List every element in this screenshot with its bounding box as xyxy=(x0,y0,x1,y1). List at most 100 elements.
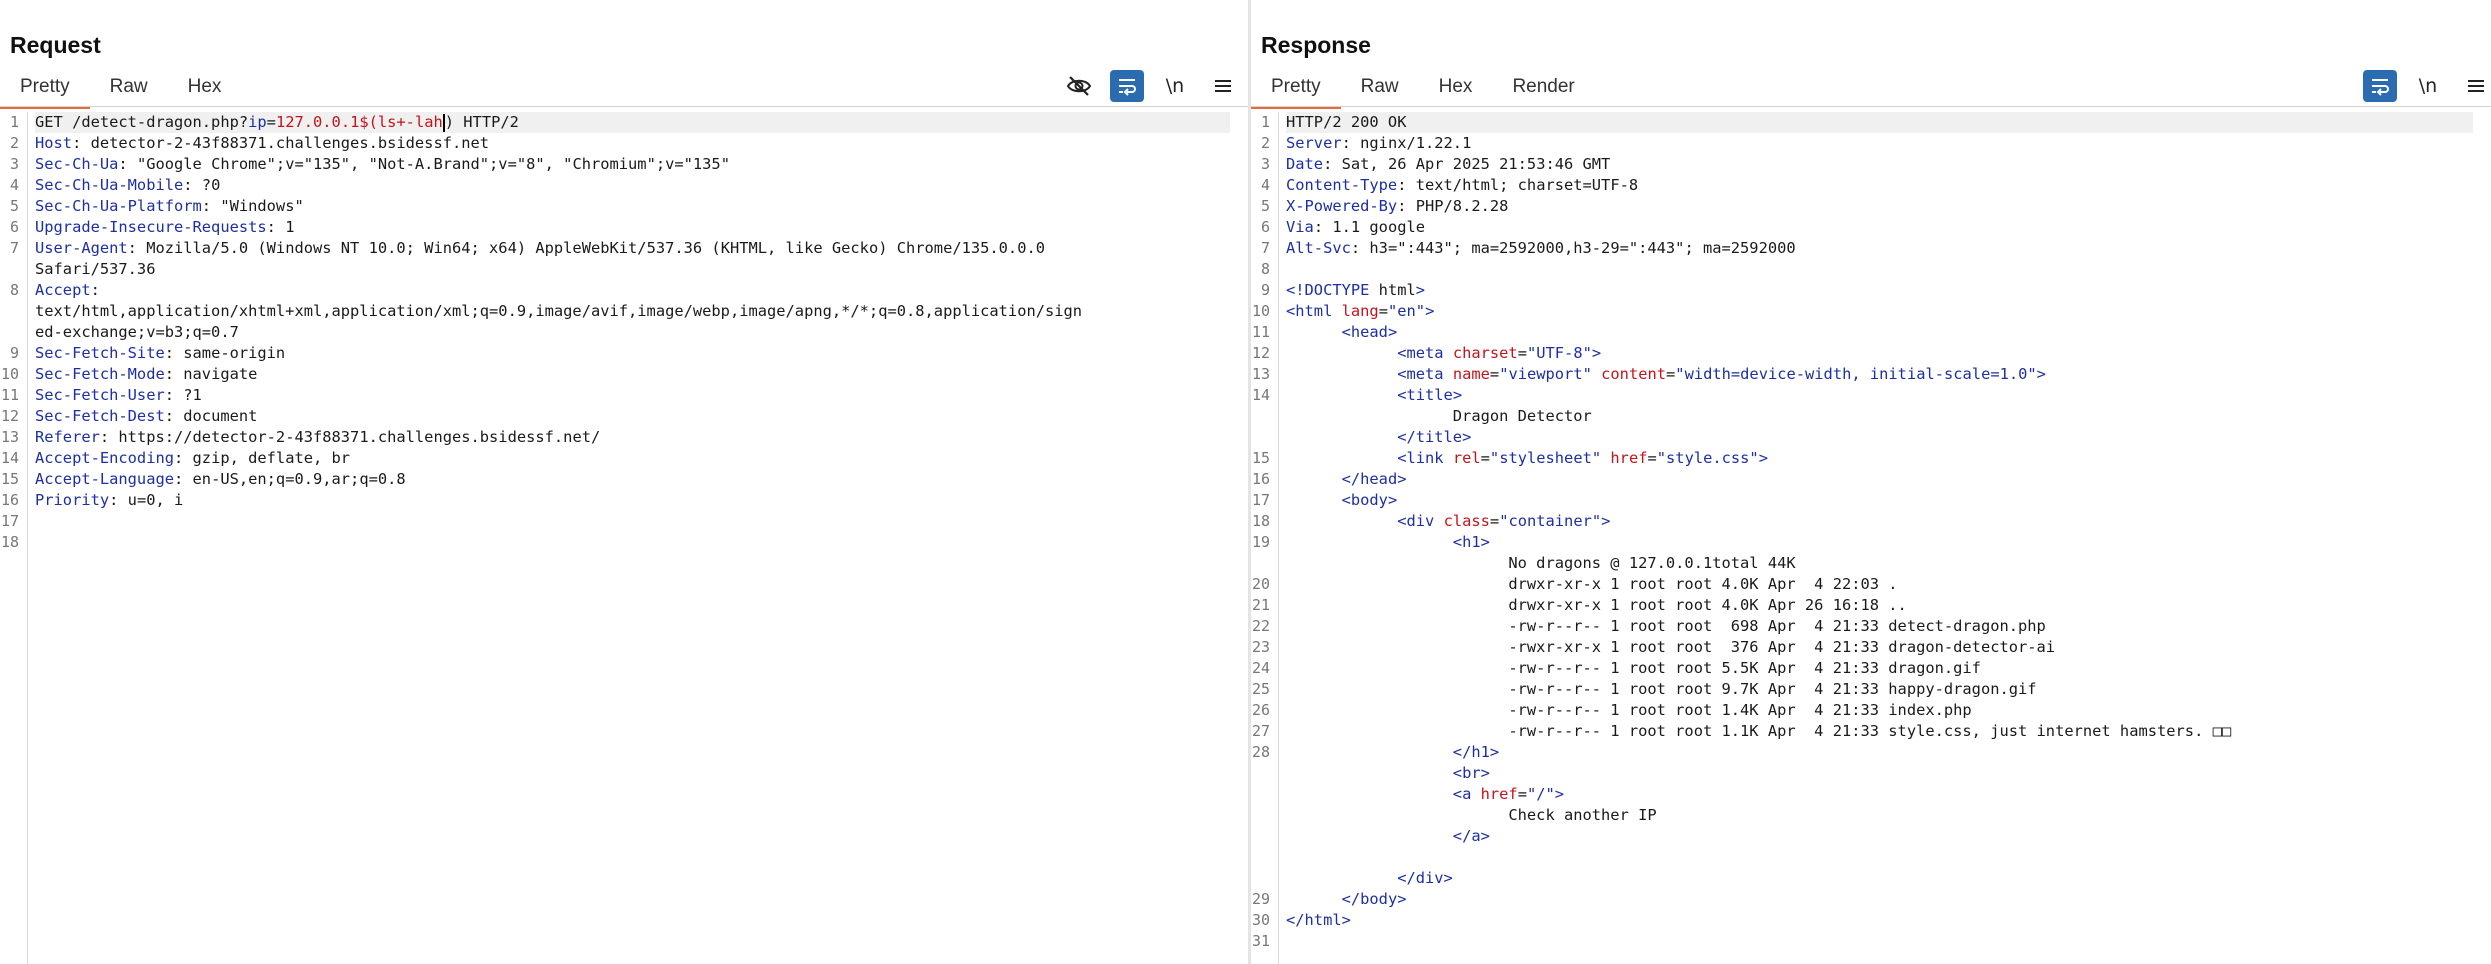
request-line-number: 16 xyxy=(0,491,19,509)
response-code-line[interactable]: 30</html> xyxy=(1252,910,2473,931)
response-line-number: 10 xyxy=(1251,302,1270,320)
response-code-line[interactable]: 12 <meta charset="UTF-8"> xyxy=(1252,343,2473,364)
response-code-line[interactable]: 9<!DOCTYPE html> xyxy=(1261,280,2473,301)
request-line-number: 13 xyxy=(0,428,19,446)
request-line-number: 2 xyxy=(9,134,19,152)
response-newline-toggle[interactable]: \n xyxy=(2418,75,2438,97)
request-line-text: Accept-Language: en-US,en;q=0.9,ar;q=0.8 xyxy=(35,470,406,488)
request-tab-hex[interactable]: Hex xyxy=(187,76,222,97)
response-code-line[interactable]: 8 xyxy=(1261,259,2473,280)
response-code-line[interactable]: 25 -rw-r--r-- 1 root root 9.7K Apr 4 21:… xyxy=(1252,679,2473,700)
request-line-text: Sec-Fetch-Mode: navigate xyxy=(35,365,258,383)
response-menu-button[interactable] xyxy=(2459,70,2491,102)
response-code-line[interactable]: </div> xyxy=(1286,868,2473,889)
response-code-line[interactable]: 19 <h1> xyxy=(1252,532,2473,553)
response-code-line[interactable]: 17 <body> xyxy=(1252,490,2473,511)
response-line-text: <a href="/"> xyxy=(1452,785,1565,803)
response-code-line[interactable]: Dragon Detector xyxy=(1286,406,2473,427)
response-code-line[interactable]: 26 -rw-r--r-- 1 root root 1.4K Apr 4 21:… xyxy=(1252,700,2473,721)
request-newline-toggle[interactable]: \n xyxy=(1165,75,1185,97)
pane-divider[interactable] xyxy=(1248,0,1251,964)
response-line-text: </a> xyxy=(1452,827,1490,845)
response-code-line[interactable]: 15 <link rel="stylesheet" href="style.cs… xyxy=(1252,448,2473,469)
response-tab-render[interactable]: Render xyxy=(1512,76,1575,97)
request-code-line[interactable]: ed-exchange;v=b3;q=0.7 xyxy=(35,322,1230,343)
response-code-line[interactable]: 13 <meta name="viewport" content="width=… xyxy=(1252,364,2473,385)
response-code-line[interactable]: 16 </head> xyxy=(1252,469,2473,490)
response-tab-hex[interactable]: Hex xyxy=(1438,76,1473,97)
request-code-line[interactable]: Safari/537.36 xyxy=(35,259,1230,280)
request-code-line[interactable]: 13 Referer: https://detector-2-43f88371.c… xyxy=(1,427,1230,448)
response-code-line[interactable]: 10<html lang="en"> xyxy=(1252,301,2473,322)
response-code-line[interactable]: 21 drwxr-xr-x 1 root root 4.0K Apr 26 16… xyxy=(1252,595,2473,616)
response-code-line[interactable]: <br> xyxy=(1286,763,2473,784)
response-code-line[interactable]: 24 -rw-r--r-- 1 root root 5.5K Apr 4 21:… xyxy=(1252,658,2473,679)
response-line-text: </head> xyxy=(1341,470,1407,488)
request-line-text: User-Agent: Mozilla/5.0 (Windows NT 10.0… xyxy=(35,239,1046,257)
request-tab-pretty[interactable]: Pretty xyxy=(0,70,90,109)
response-code-line[interactable]: 29 </body> xyxy=(1252,889,2473,910)
response-code-line[interactable]: </a> xyxy=(1286,826,2473,847)
response-code-line[interactable]: 27 -rw-r--r-- 1 root root 1.1K Apr 4 21:… xyxy=(1252,721,2473,742)
response-line-number: 28 xyxy=(1251,743,1270,761)
request-code-line[interactable]: 17 xyxy=(1,511,1230,532)
response-code-line[interactable]: Check another IP xyxy=(1286,805,2473,826)
request-code-line[interactable]: 18 xyxy=(1,532,1230,553)
request-code-line[interactable]: text/html,application/xhtml+xml,applicat… xyxy=(35,301,1230,322)
response-line-number: 14 xyxy=(1251,386,1270,404)
response-code-line[interactable]: 22 -rw-r--r-- 1 root root 698 Apr 4 21:3… xyxy=(1252,616,2473,637)
request-wrap-toggle[interactable] xyxy=(1110,70,1144,102)
response-code-line[interactable]: 11 <head> xyxy=(1252,322,2473,343)
request-hide-button[interactable] xyxy=(1062,70,1096,102)
response-code-line[interactable]: 20 drwxr-xr-x 1 root root 4.0K Apr 4 22:… xyxy=(1252,574,2473,595)
request-line-text: Sec-Fetch-Site: same-origin xyxy=(35,344,286,362)
response-code-line[interactable]: 18 <div class="container"> xyxy=(1252,511,2473,532)
response-line-text: Date: Sat, 26 Apr 2025 21:53:46 GMT xyxy=(1286,155,1611,173)
response-wrap-toggle[interactable] xyxy=(2363,70,2397,102)
response-code-line[interactable]: </title> xyxy=(1286,427,2473,448)
response-line-text: <!DOCTYPE html> xyxy=(1286,281,1426,299)
response-code-line[interactable]: 28 </h1> xyxy=(1252,742,2473,763)
hamburger-menu-icon xyxy=(1215,80,1231,92)
response-tab-pretty[interactable]: Pretty xyxy=(1251,70,1341,109)
request-tab-raw[interactable]: Raw xyxy=(109,76,148,97)
response-code-line[interactable]: 31 xyxy=(1252,931,2473,952)
response-code-line[interactable]: 14 <title> xyxy=(1252,385,2473,406)
hamburger-menu-icon xyxy=(2468,80,2484,92)
response-code-line[interactable]: 23 -rwxr-xr-x 1 root root 376 Apr 4 21:3… xyxy=(1252,637,2473,658)
request-line-text: Referer: https://detector-2-43f88371.cha… xyxy=(35,428,601,446)
response-line-number: 31 xyxy=(1251,932,1270,950)
response-code-line[interactable]: <a href="/"> xyxy=(1286,784,2473,805)
request-line-number: 11 xyxy=(0,386,19,404)
response-code-line[interactable]: No dragons @ 127.0.0.1total 44K xyxy=(1286,553,2473,574)
response-code-line[interactable] xyxy=(1286,847,2473,868)
request-menu-button[interactable] xyxy=(1206,70,1240,102)
response-tab-raw[interactable]: Raw xyxy=(1360,76,1399,97)
